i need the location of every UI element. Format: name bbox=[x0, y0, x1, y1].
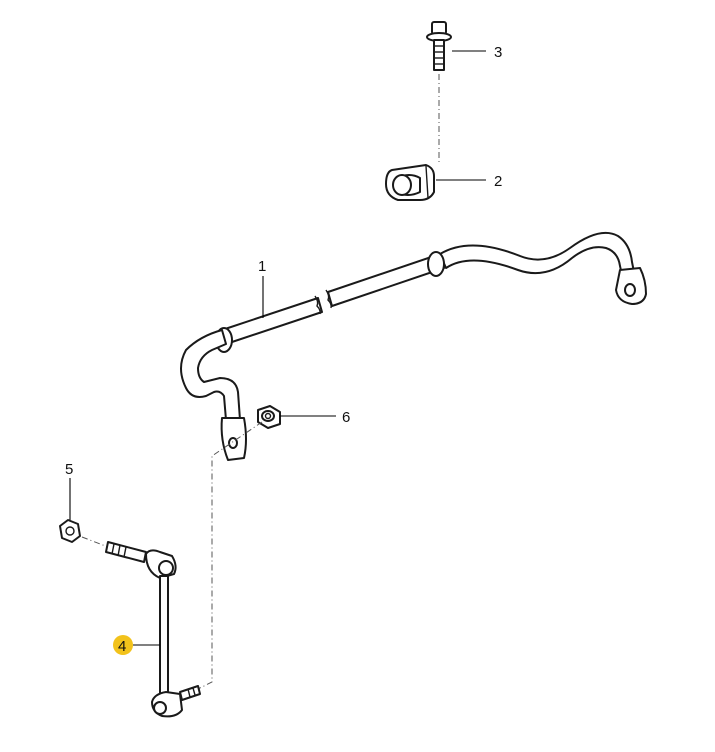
callout-3[interactable]: 3 bbox=[494, 44, 502, 61]
callout-6[interactable]: 6 bbox=[342, 409, 350, 426]
stabilizer-bar-part[interactable] bbox=[180, 232, 647, 461]
assembly-axis-nut5 bbox=[81, 536, 109, 548]
callout-4[interactable]: 4 bbox=[118, 638, 126, 655]
callout-1[interactable]: 1 bbox=[258, 258, 266, 275]
callout-2[interactable]: 2 bbox=[494, 173, 502, 190]
nut-5-part[interactable] bbox=[59, 519, 81, 543]
callout-5[interactable]: 5 bbox=[65, 461, 73, 478]
nut-6-part[interactable] bbox=[257, 405, 281, 429]
assembly-axis-link bbox=[195, 421, 263, 691]
callout-4-highlight bbox=[113, 635, 133, 655]
flange-bolt-part[interactable] bbox=[426, 21, 452, 71]
stabilizer-link-part[interactable] bbox=[105, 541, 201, 718]
rubber-bushing-part[interactable] bbox=[385, 164, 435, 201]
